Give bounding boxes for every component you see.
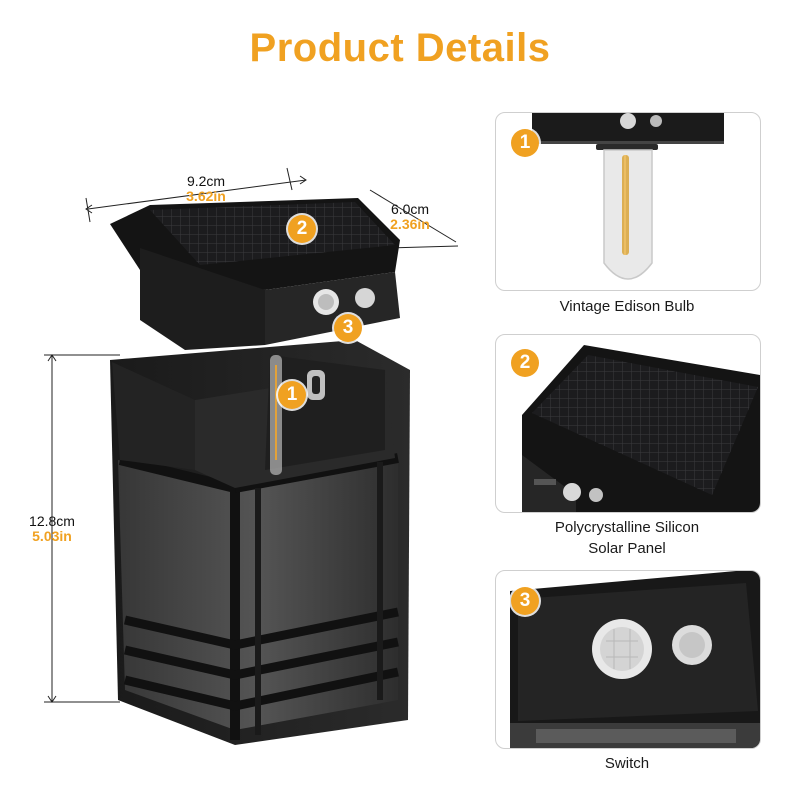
height-cm: 12.8cm — [29, 513, 75, 529]
feature-card-solar-panel — [495, 334, 761, 513]
feature-caption-switch-line-1: Switch — [604, 755, 650, 772]
feature-caption-bulb: Vintage Edison Bulb — [495, 296, 759, 317]
dimension-lines — [44, 167, 459, 703]
depth-dimension-label: 6.0cm 2.36in — [372, 202, 448, 232]
depth-in: 2.36in — [390, 216, 430, 232]
feature-caption-switch: Switch — [495, 753, 759, 774]
marker-badge-3: 3 — [334, 314, 362, 342]
depth-cm: 6.0cm — [390, 201, 430, 217]
feature-card-switch — [495, 570, 761, 749]
edison-bulb-image — [532, 113, 724, 280]
product-illustration — [44, 167, 459, 745]
feature-badge-1: 1 — [511, 129, 539, 157]
width-cm: 9.2cm — [186, 173, 226, 189]
marker-badge-2: 2 — [288, 215, 316, 243]
height-in: 5.03in — [32, 528, 72, 544]
solar-cap — [110, 198, 400, 350]
feature-badge-2: 2 — [511, 349, 539, 377]
feature-caption-bulb-line-1: Vintage Edison Bulb — [559, 298, 695, 315]
sensor-switch-image — [510, 571, 760, 748]
page-title: Product Details — [249, 26, 551, 70]
width-in: 3.62in — [186, 188, 226, 204]
feature-caption-solar-line-2: Solar Panel — [588, 540, 666, 557]
feature-caption-solar-panel: Polycrystalline Silicon Solar Panel — [495, 517, 759, 559]
feature-badge-3: 3 — [511, 587, 539, 615]
feature-caption-solar-line-1: Polycrystalline Silicon — [554, 519, 700, 536]
width-dimension-label: 9.2cm 3.62in — [168, 174, 244, 204]
height-dimension-label: 12.8cm 5.03in — [14, 514, 90, 544]
marker-badge-1: 1 — [278, 381, 306, 409]
lantern-body — [110, 340, 410, 745]
feature-card-bulb — [495, 112, 761, 291]
solar-panel-image — [522, 345, 760, 512]
